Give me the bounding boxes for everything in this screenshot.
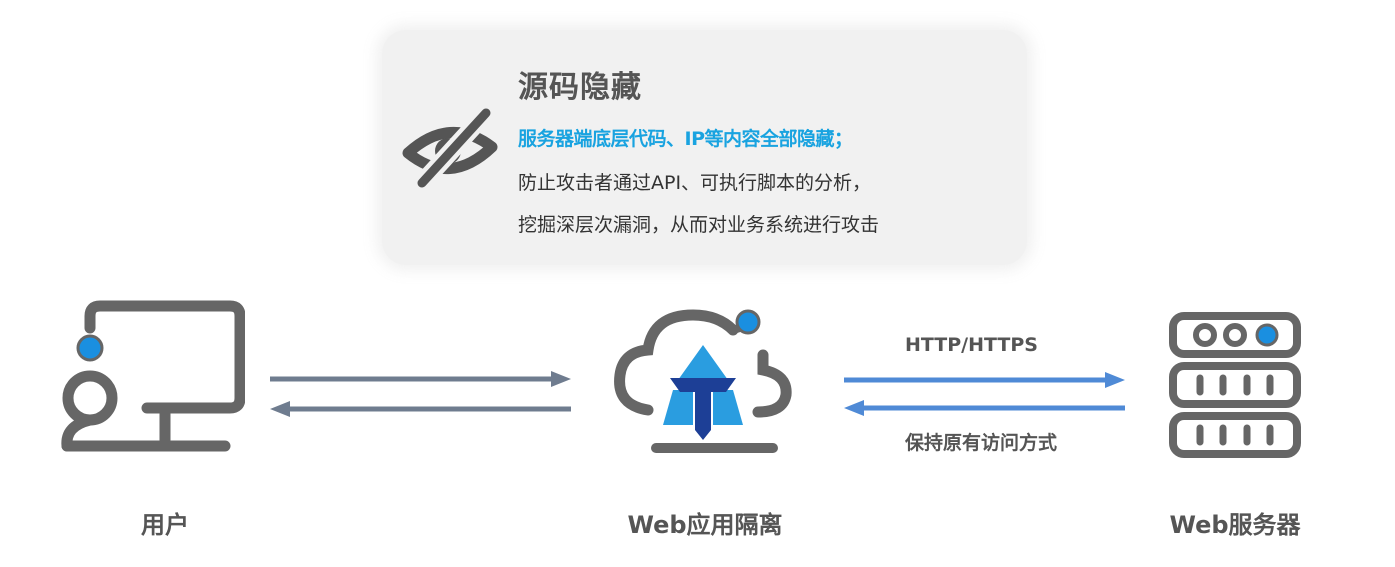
web-server-label: Web服务器 [1169,511,1301,539]
user-label: 用户 [141,511,189,539]
web-isolation-label: Web应用隔离 [627,511,783,539]
server-rack-icon [1169,312,1301,458]
user-computer-icon [61,300,245,452]
card-title: 源码隐藏 [518,70,642,105]
card-description-line-1: 防止攻击者通过API、可执行脚本的分析， [518,172,872,194]
cloud-logo-icon [614,309,792,453]
card-description-line-2: 挖掘深层次漏洞，从而对业务系统进行攻击 [518,214,880,236]
bidirectional-arrows-server [844,372,1125,416]
bidirectional-arrows-user [270,371,571,417]
eye-slash-icon [402,105,498,190]
access-mode-label: 保持原有访问方式 [905,432,1058,454]
card-highlight-text: 服务器端底层代码、IP等内容全部隐藏； [518,128,853,150]
protocol-label: HTTP/HTTPS [905,334,1038,356]
